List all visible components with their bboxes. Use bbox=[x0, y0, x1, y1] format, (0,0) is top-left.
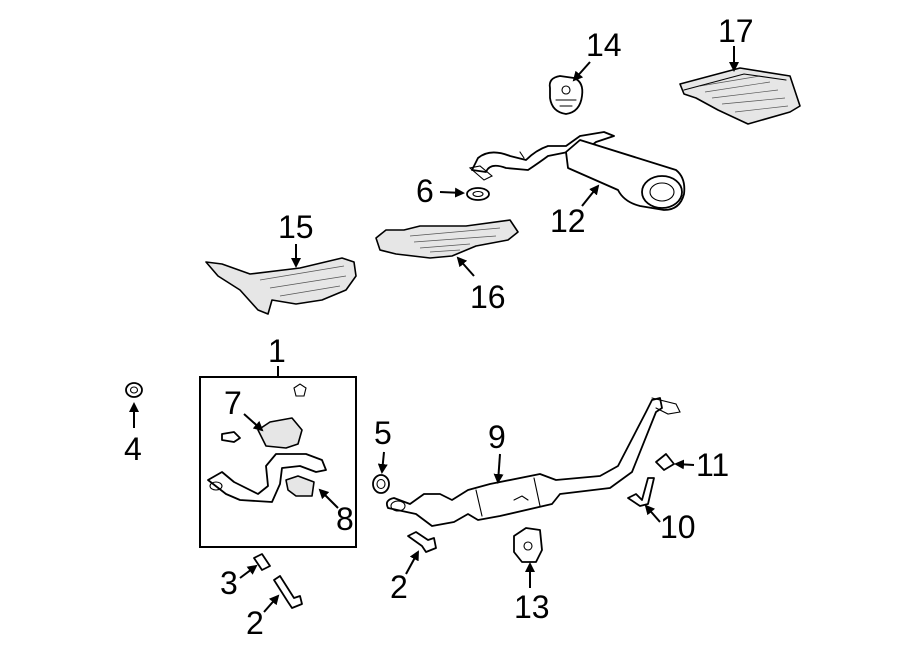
part-7-shield[interactable] bbox=[221, 383, 307, 449]
callout-7: 7 bbox=[224, 385, 242, 421]
callout-10: 10 bbox=[660, 509, 696, 545]
leader-16 bbox=[456, 256, 475, 277]
callout-6: 6 bbox=[416, 173, 434, 209]
part-16-center-heat-shield[interactable] bbox=[375, 219, 519, 259]
leader-6 bbox=[439, 187, 465, 198]
callout-3: 3 bbox=[220, 565, 238, 601]
part-2-bolt-left[interactable] bbox=[273, 575, 303, 609]
leader-11 bbox=[674, 459, 695, 470]
part-12-muffler-tailpipe[interactable] bbox=[468, 131, 686, 211]
part-5-gasket[interactable] bbox=[372, 474, 390, 494]
part-6-gasket[interactable] bbox=[466, 187, 490, 201]
leader-8 bbox=[318, 488, 339, 509]
callout-13: 13 bbox=[514, 589, 550, 625]
callout-15: 15 bbox=[278, 209, 314, 245]
callout-2-center: 2 bbox=[390, 569, 408, 605]
part-3-stud[interactable] bbox=[253, 553, 271, 571]
callout-9: 9 bbox=[488, 419, 506, 455]
part-2-bolt-center[interactable] bbox=[407, 531, 437, 553]
callout-1: 1 bbox=[268, 333, 286, 369]
callout-16: 16 bbox=[470, 279, 506, 315]
part-10-bolt[interactable] bbox=[627, 477, 655, 507]
part-15-front-heat-shield[interactable] bbox=[205, 257, 357, 315]
part-14-hanger[interactable] bbox=[548, 75, 584, 115]
part-1-assembly-box[interactable] bbox=[199, 376, 357, 548]
leader-2-center bbox=[405, 550, 419, 575]
leader-10 bbox=[644, 504, 661, 523]
leader-2-left bbox=[263, 594, 280, 613]
part-9-center-pipe[interactable] bbox=[385, 397, 681, 527]
callout-5: 5 bbox=[374, 415, 392, 451]
callout-14: 14 bbox=[586, 27, 622, 63]
leader-9 bbox=[493, 453, 504, 484]
part-13-hanger[interactable] bbox=[513, 527, 543, 563]
part-4-gasket[interactable] bbox=[125, 382, 143, 398]
callout-4: 4 bbox=[124, 431, 142, 467]
callout-17: 17 bbox=[718, 13, 754, 49]
part-8-shield[interactable] bbox=[285, 475, 315, 497]
front-pipe[interactable] bbox=[207, 453, 327, 503]
callout-2-left: 2 bbox=[246, 605, 264, 641]
leader-7 bbox=[243, 413, 264, 432]
callout-8: 8 bbox=[336, 501, 354, 537]
leader-3 bbox=[239, 564, 258, 579]
callout-12: 12 bbox=[550, 203, 586, 239]
leader-14 bbox=[572, 61, 591, 82]
callout-11: 11 bbox=[696, 447, 729, 483]
leader-12 bbox=[581, 184, 600, 207]
part-11-stud[interactable] bbox=[655, 453, 675, 471]
part-17-rear-heat-shield[interactable] bbox=[679, 67, 801, 125]
leader-5 bbox=[377, 451, 388, 474]
